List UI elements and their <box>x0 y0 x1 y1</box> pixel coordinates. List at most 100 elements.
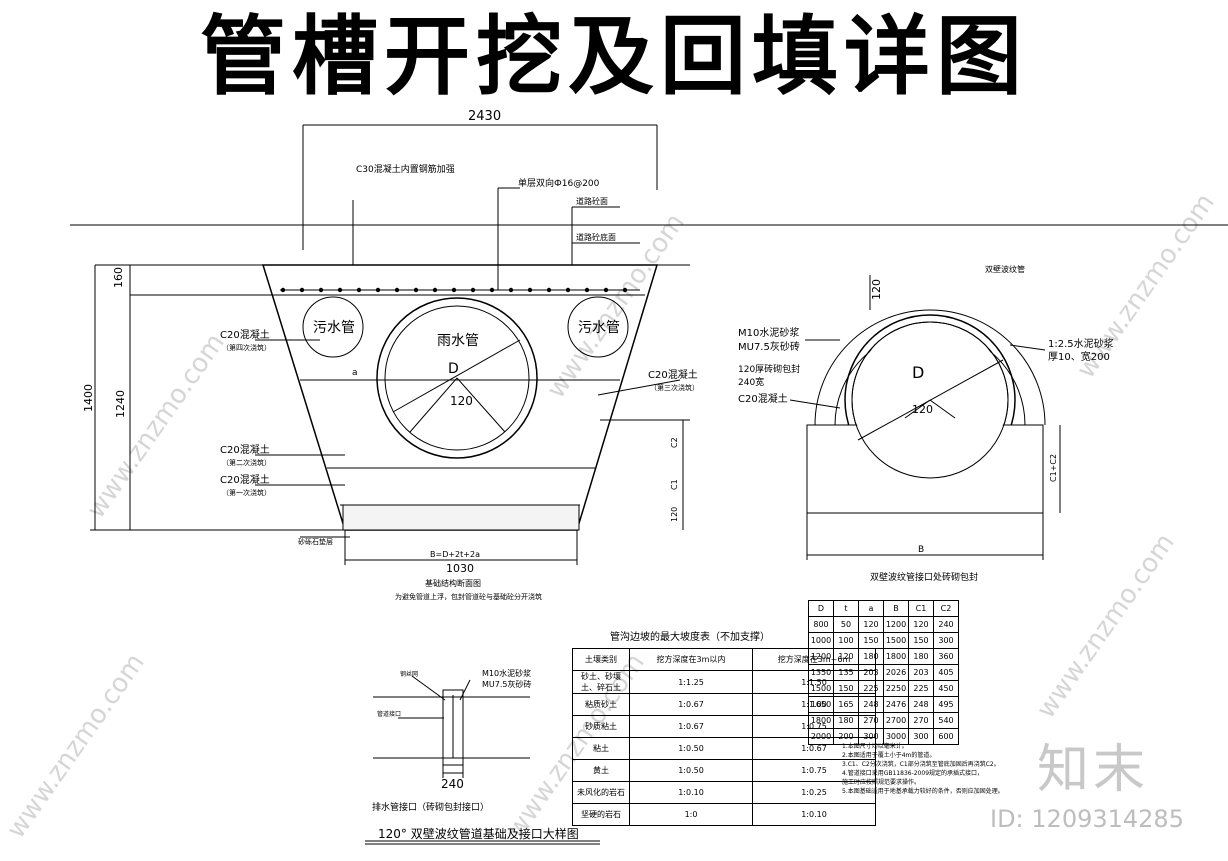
table-cell: 1200 <box>808 648 834 665</box>
label-gravel: 砂砾石垫层 <box>298 537 333 546</box>
label-rebar: 单层双向Ф16@200 <box>518 177 600 189</box>
table-cell: 粘质砂土 <box>572 693 630 716</box>
table-cell: 120 <box>858 616 884 633</box>
note-line: 3.C1、C2分次浇筑，C1部分浇筑至管底加固后再浇筑C2。 <box>842 761 1000 768</box>
rebar-dot <box>508 287 514 293</box>
table-header: D <box>808 600 834 617</box>
table-cell: 225 <box>908 680 934 697</box>
dimension-notes: 1.本图尺寸均以毫米计。 2.本图适用于覆土小于4m的管道。 3.C1、C2分次… <box>842 742 1004 796</box>
note-line: 2.本图适用于覆土小于4m的管道。 <box>842 752 936 759</box>
table-header: 土壤类别 <box>572 648 630 671</box>
pipe-sewage-left: 污水管 <box>313 320 355 336</box>
table-cell: 180 <box>858 648 884 665</box>
detail-texts: 双壁波纹管 120 M10水泥砂浆 MU7.5灰砂砖 120厚砖砌包封 240宽… <box>738 264 1114 583</box>
table-cell: 165 <box>833 696 859 713</box>
table-cell: 1500 <box>808 680 834 697</box>
note-line: 4.管道接口采用GB11836-2009规定的承插式接口， <box>842 770 984 777</box>
table-cell: 2026 <box>883 664 909 681</box>
slope-table-title: 管沟边坡的最大坡度表（不加支撑） <box>610 632 770 643</box>
table-cell: 2476 <box>883 696 909 713</box>
table-cell: 800 <box>808 616 834 633</box>
detail-dim-D: D <box>912 363 924 382</box>
table-cell: 248 <box>858 696 884 713</box>
table-cell: 1:0 <box>629 803 753 826</box>
table-cell: 1000 <box>808 632 834 649</box>
dim-c1: C1 <box>670 479 679 490</box>
table-cell: 225 <box>858 680 884 697</box>
table-cell: 495 <box>933 696 959 713</box>
table-header-row: D t a B C1 C2 <box>808 600 959 617</box>
table-cell: 450 <box>933 680 959 697</box>
detail-dim-c1c2: C1+C2 <box>1049 454 1058 482</box>
table-cell: 1:0.50 <box>629 737 753 760</box>
detail-view <box>789 275 1061 560</box>
rebar-dot <box>584 287 590 293</box>
section-texts: 2430 C30混凝土内置钢筋加强 单层双向Ф16@200 道路砼面 道路砼底面… <box>82 109 699 601</box>
table-header: B <box>883 600 909 617</box>
rebar-dot <box>603 287 609 293</box>
table-cell: 300 <box>908 728 934 745</box>
pipe-sewage-right: 污水管 <box>578 320 620 336</box>
rebar-dot <box>356 287 362 293</box>
note-line: 5.本图基础适用于地基承载力较好的条件，否则应加固处理。 <box>842 788 1004 795</box>
label-c20-3-sub: （第三次浇筑） <box>650 383 699 392</box>
joint-label-m10: M10水泥砂浆 <box>482 668 531 678</box>
table-header: t <box>833 600 859 617</box>
detail-dim-120: 120 <box>870 279 883 300</box>
table-cell: 248 <box>908 696 934 713</box>
rebar-dot <box>299 287 305 293</box>
rebar-dot <box>546 287 552 293</box>
table-cell: 270 <box>908 712 934 729</box>
label-c20-1: C20混凝土 <box>220 473 270 486</box>
dim-2430: 2430 <box>468 109 501 124</box>
table-cell: 240 <box>933 616 959 633</box>
table-cell: 360 <box>933 648 959 665</box>
detail-label-mu75: MU7.5灰砂砖 <box>738 340 800 353</box>
label-c20-4: C20混凝土 <box>220 328 270 341</box>
rebar-dot <box>622 287 628 293</box>
table-header: C2 <box>933 600 959 617</box>
label-c20-1-sub: （第一次浇筑） <box>222 488 271 497</box>
table-cell: 1800 <box>883 648 909 665</box>
joint-caption: 排水管接口（砖砌包封接口） <box>372 801 489 813</box>
detail-label-pipe: 双壁波纹管 <box>985 264 1025 274</box>
table-cell: 1200 <box>883 616 909 633</box>
table-cell: 150 <box>833 680 859 697</box>
table-cell: 2700 <box>883 712 909 729</box>
detail-dim-angle: 120 <box>912 403 933 416</box>
detail-label-mortar: 1:2.5水泥砂浆 <box>1048 337 1114 350</box>
table-cell: 砂土、砂壤土、碎石土 <box>572 670 630 694</box>
table-cell: 150 <box>858 632 884 649</box>
rebar-dot <box>451 287 457 293</box>
dim-c2: C2 <box>670 437 679 448</box>
joint-label-rebar: 钢丝网 <box>400 670 418 678</box>
label-road-surface: 道路砼面 <box>576 196 608 206</box>
dim-160: 160 <box>112 267 125 288</box>
page-title: 管槽开挖及回填详图 <box>200 7 1028 107</box>
rebar-dot <box>394 287 400 293</box>
table-cell: 150 <box>908 632 934 649</box>
rebar-dot <box>337 287 343 293</box>
rebar-dot <box>432 287 438 293</box>
note-line: 施工时应按照规范要求操作。 <box>842 779 921 786</box>
section-caption: 基础结构断面图 <box>425 578 481 588</box>
rebar-dot <box>489 287 495 293</box>
watermark-text: www.znzmo.com <box>1031 528 1181 724</box>
joint-label-mu75: MU7.5灰砂砖 <box>482 679 531 689</box>
table-cell: 120 <box>908 616 934 633</box>
joint-view <box>373 675 530 778</box>
table-cell: 135 <box>833 664 859 681</box>
dim-bottom-formula: B=D+2t+2a <box>430 550 480 559</box>
table-cell: 540 <box>933 712 959 729</box>
table-cell: 1:0.10 <box>752 803 876 826</box>
table-cell: 2250 <box>883 680 909 697</box>
table-cell: 1:0.50 <box>629 759 753 782</box>
table-cell: 100 <box>833 632 859 649</box>
